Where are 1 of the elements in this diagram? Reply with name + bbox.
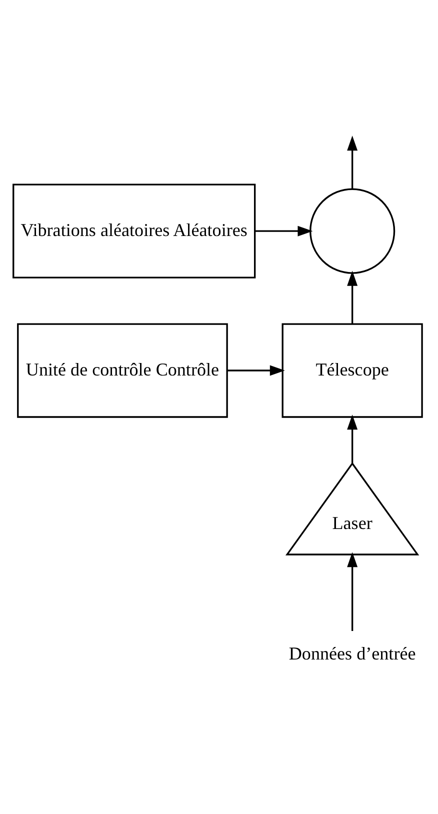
node-text: Données d’entrée bbox=[288, 642, 416, 663]
